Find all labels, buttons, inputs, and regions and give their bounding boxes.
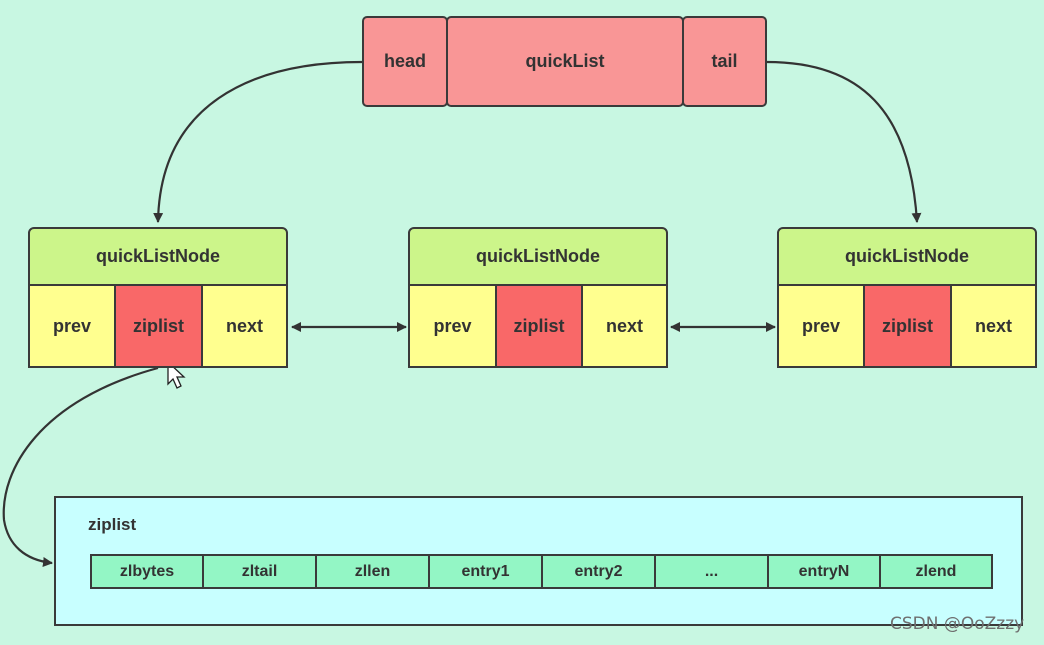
node3-ziplist: ziplist xyxy=(863,284,952,368)
quicklist-head: head xyxy=(362,16,448,107)
ziplist-cell-zltail: zltail xyxy=(202,554,317,589)
tail-pointer-arrow xyxy=(766,60,922,223)
node2-header: quickListNode xyxy=(408,227,668,286)
ziplist-cell-zllen: zllen xyxy=(315,554,430,589)
quicklist-title: quickList xyxy=(446,16,684,107)
node1-next: next xyxy=(201,284,288,368)
node3-next: next xyxy=(950,284,1037,368)
node3-header: quickListNode xyxy=(777,227,1037,286)
watermark-text: CSDN @OoZzzy xyxy=(890,614,1025,634)
ziplist-title: ziplist xyxy=(88,515,137,534)
ziplist-cell-zlend: zlend xyxy=(879,554,993,589)
mouse-cursor-icon xyxy=(167,360,186,389)
node1-ziplist: ziplist xyxy=(114,284,203,368)
node2-ziplist: ziplist xyxy=(495,284,583,368)
ziplist-pointer-arrow xyxy=(2,366,159,567)
node3-prev: prev xyxy=(777,284,865,368)
ziplist-cell-zlbytes: zlbytes xyxy=(90,554,204,589)
node2-prev: prev xyxy=(408,284,497,368)
node2-next: next xyxy=(581,284,668,368)
head-pointer-arrow xyxy=(153,60,363,223)
node1-header: quickListNode xyxy=(28,227,288,286)
ziplist-cell-entryN: entryN xyxy=(767,554,881,589)
ziplist-cell-entry2: entry2 xyxy=(541,554,656,589)
quicklist-tail: tail xyxy=(682,16,767,107)
ziplist-cell-ellipsis: ... xyxy=(654,554,769,589)
ziplist-cell-entry1: entry1 xyxy=(428,554,543,589)
node1-prev: prev xyxy=(28,284,116,368)
